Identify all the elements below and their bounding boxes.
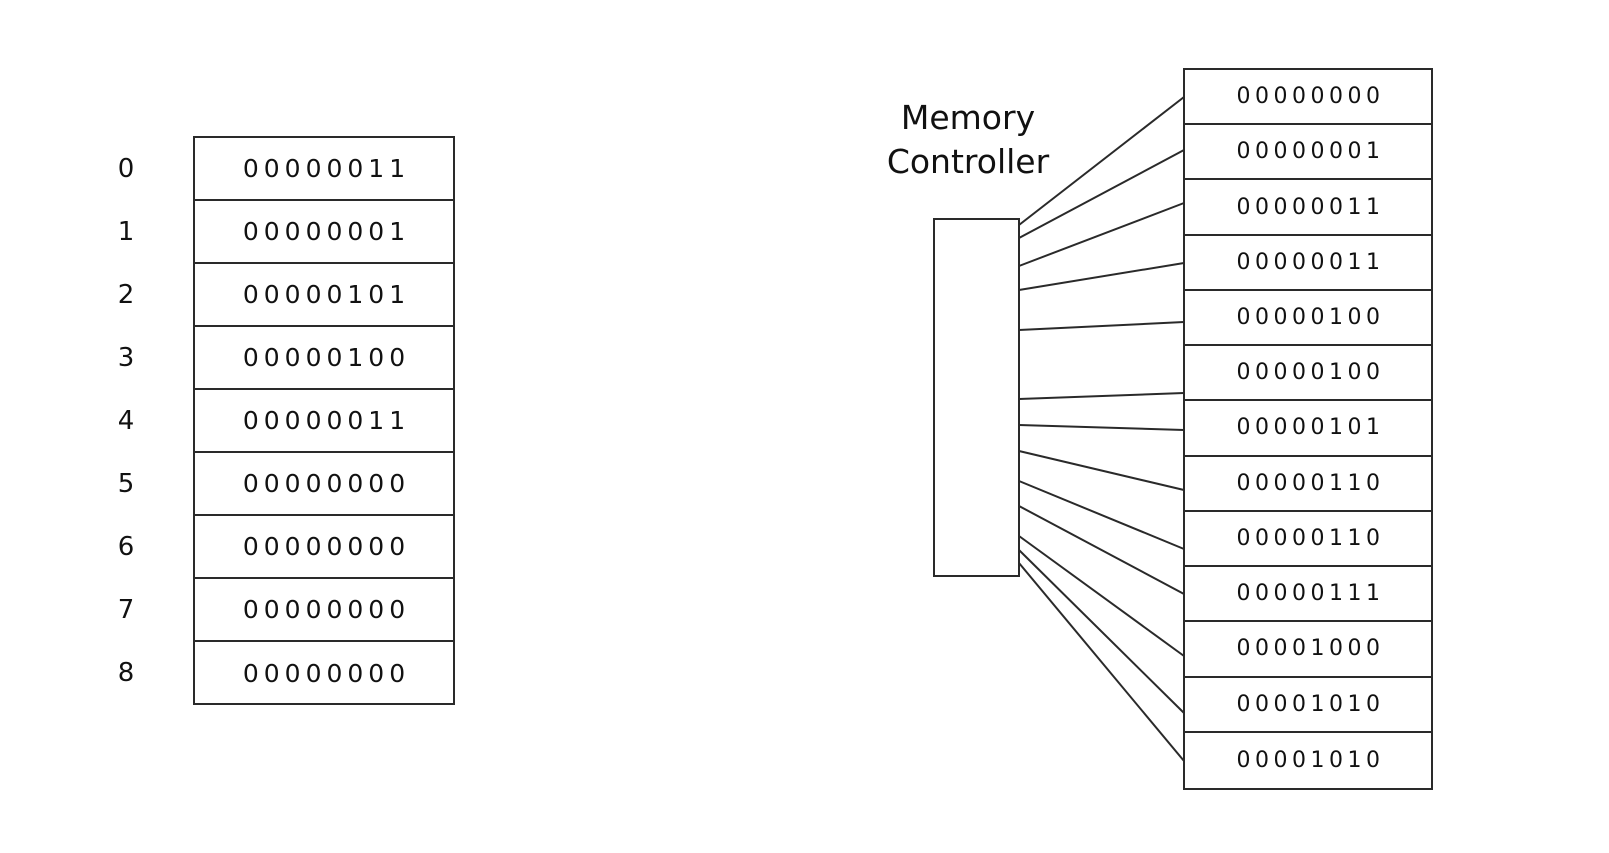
address-index-label: 6 bbox=[117, 532, 135, 562]
address-index-label: 7 bbox=[117, 595, 135, 625]
memory-cell: 00000011 bbox=[1185, 180, 1431, 236]
memory-cell: 00000110 bbox=[1185, 512, 1431, 568]
controller-wire bbox=[1018, 321, 1185, 331]
memory-cell: 00000110 bbox=[1185, 457, 1431, 512]
controller-wire bbox=[1018, 549, 1185, 714]
memory-cell: 00000111 bbox=[1185, 567, 1431, 623]
controller-wire bbox=[1018, 149, 1185, 239]
memory-cell: 00000011 bbox=[1185, 236, 1431, 291]
controller-wire bbox=[1018, 450, 1185, 491]
controller-wire bbox=[1018, 262, 1185, 291]
address-index-label: 3 bbox=[117, 343, 135, 373]
address-index-label: 4 bbox=[117, 406, 135, 436]
memory-cell: 00000000 bbox=[195, 453, 453, 516]
memory-cell: 00000011 bbox=[195, 138, 453, 201]
memory-cell: 00000100 bbox=[195, 327, 453, 390]
memory-cell: 00000011 bbox=[195, 390, 453, 453]
memory-cell: 00000000 bbox=[1185, 70, 1431, 126]
memory-cell: 00001010 bbox=[1185, 678, 1431, 733]
memory-cell: 00000100 bbox=[1185, 346, 1431, 402]
memory-cell: 00000000 bbox=[195, 579, 453, 642]
address-index-label: 1 bbox=[117, 217, 135, 247]
memory-cell: 00000101 bbox=[1185, 401, 1431, 457]
controller-label-line2: Controller bbox=[886, 142, 1050, 181]
memory-cell: 00000101 bbox=[195, 264, 453, 327]
controller-label-line1: Memory bbox=[900, 98, 1036, 137]
controller-wire bbox=[1018, 562, 1185, 762]
address-index-label: 8 bbox=[117, 658, 135, 688]
memory-cell: 00001000 bbox=[1185, 622, 1431, 678]
memory-cell: 00000100 bbox=[1185, 291, 1431, 347]
memory-cell: 00000001 bbox=[1185, 125, 1431, 181]
memory-cell: 00000001 bbox=[195, 201, 453, 264]
memory-cell: 00001010 bbox=[1236, 747, 1385, 773]
controller-wire bbox=[1018, 480, 1185, 550]
controller-wire bbox=[1018, 202, 1185, 267]
address-index-label: 5 bbox=[117, 469, 135, 499]
memory-cell: 00000000 bbox=[195, 516, 453, 579]
memory-controller-box bbox=[933, 218, 1020, 577]
controller-wire bbox=[1018, 96, 1185, 226]
memory-cell: 00000000 bbox=[242, 659, 411, 688]
controller-wire bbox=[1018, 392, 1185, 400]
address-index-label: 0 bbox=[117, 154, 135, 184]
controller-wire bbox=[1018, 505, 1185, 595]
memory-controller-label: Memory Controller bbox=[868, 96, 1068, 184]
controller-wire bbox=[1018, 424, 1185, 431]
controller-wire bbox=[1018, 535, 1185, 657]
address-index-label: 2 bbox=[117, 280, 135, 310]
